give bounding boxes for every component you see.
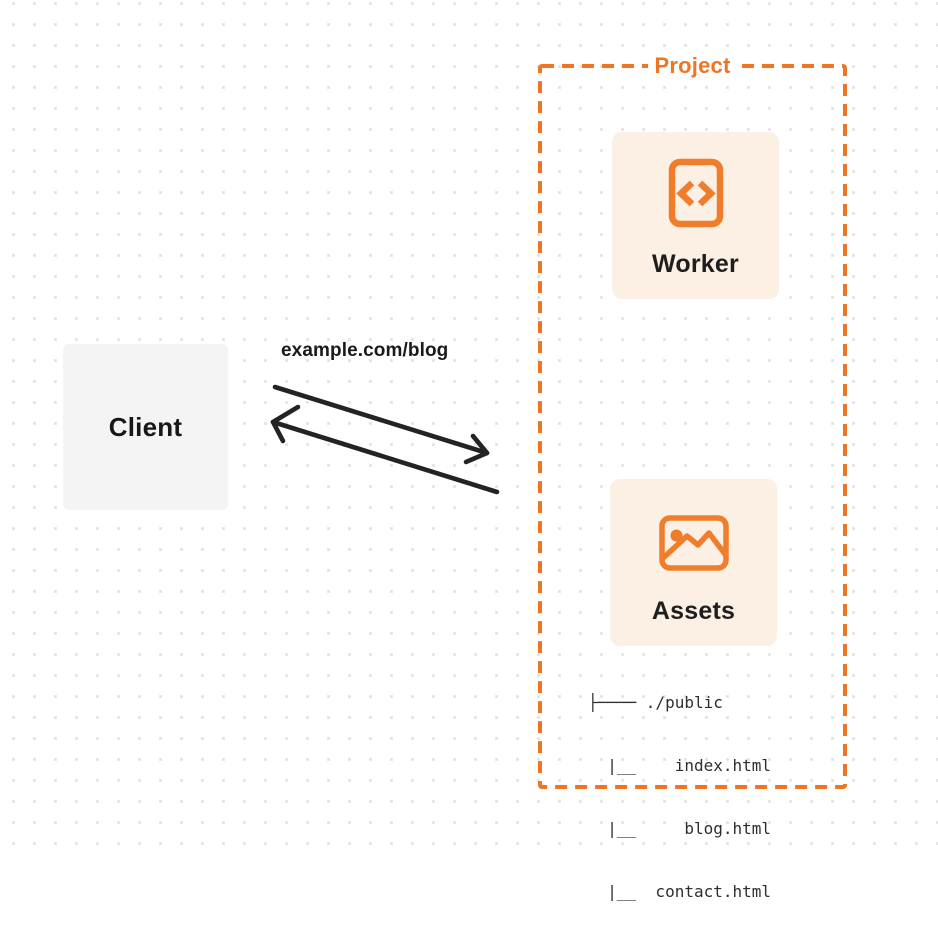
code-document-icon [668,158,723,228]
assets-file-tree: ├──── ./public |__ index.html |__ blog.h… [588,650,771,944]
worker-label: Worker [652,250,739,278]
request-response-arrows [270,384,500,495]
project-title: Project [647,53,738,79]
diagram-canvas: Client example.com/blog Project [0,0,938,901]
assets-label: Assets [651,597,736,625]
response-arrow [270,404,500,495]
assets-node: Assets [610,479,777,646]
request-arrow [272,384,490,465]
request-url-label: example.com/blog [281,340,449,361]
file-tree-line: |__ contact.html [588,882,772,901]
client-node: Client [63,344,228,510]
worker-node: Worker [612,132,779,299]
file-tree-line: ├──── ./public [588,693,723,712]
project-container: Project Worker Assets ├──── [538,53,847,901]
image-icon [658,515,729,571]
file-tree-line: |__ blog.html [588,819,772,838]
client-label: Client [108,411,183,442]
file-tree-line: |__ index.html [588,756,772,775]
